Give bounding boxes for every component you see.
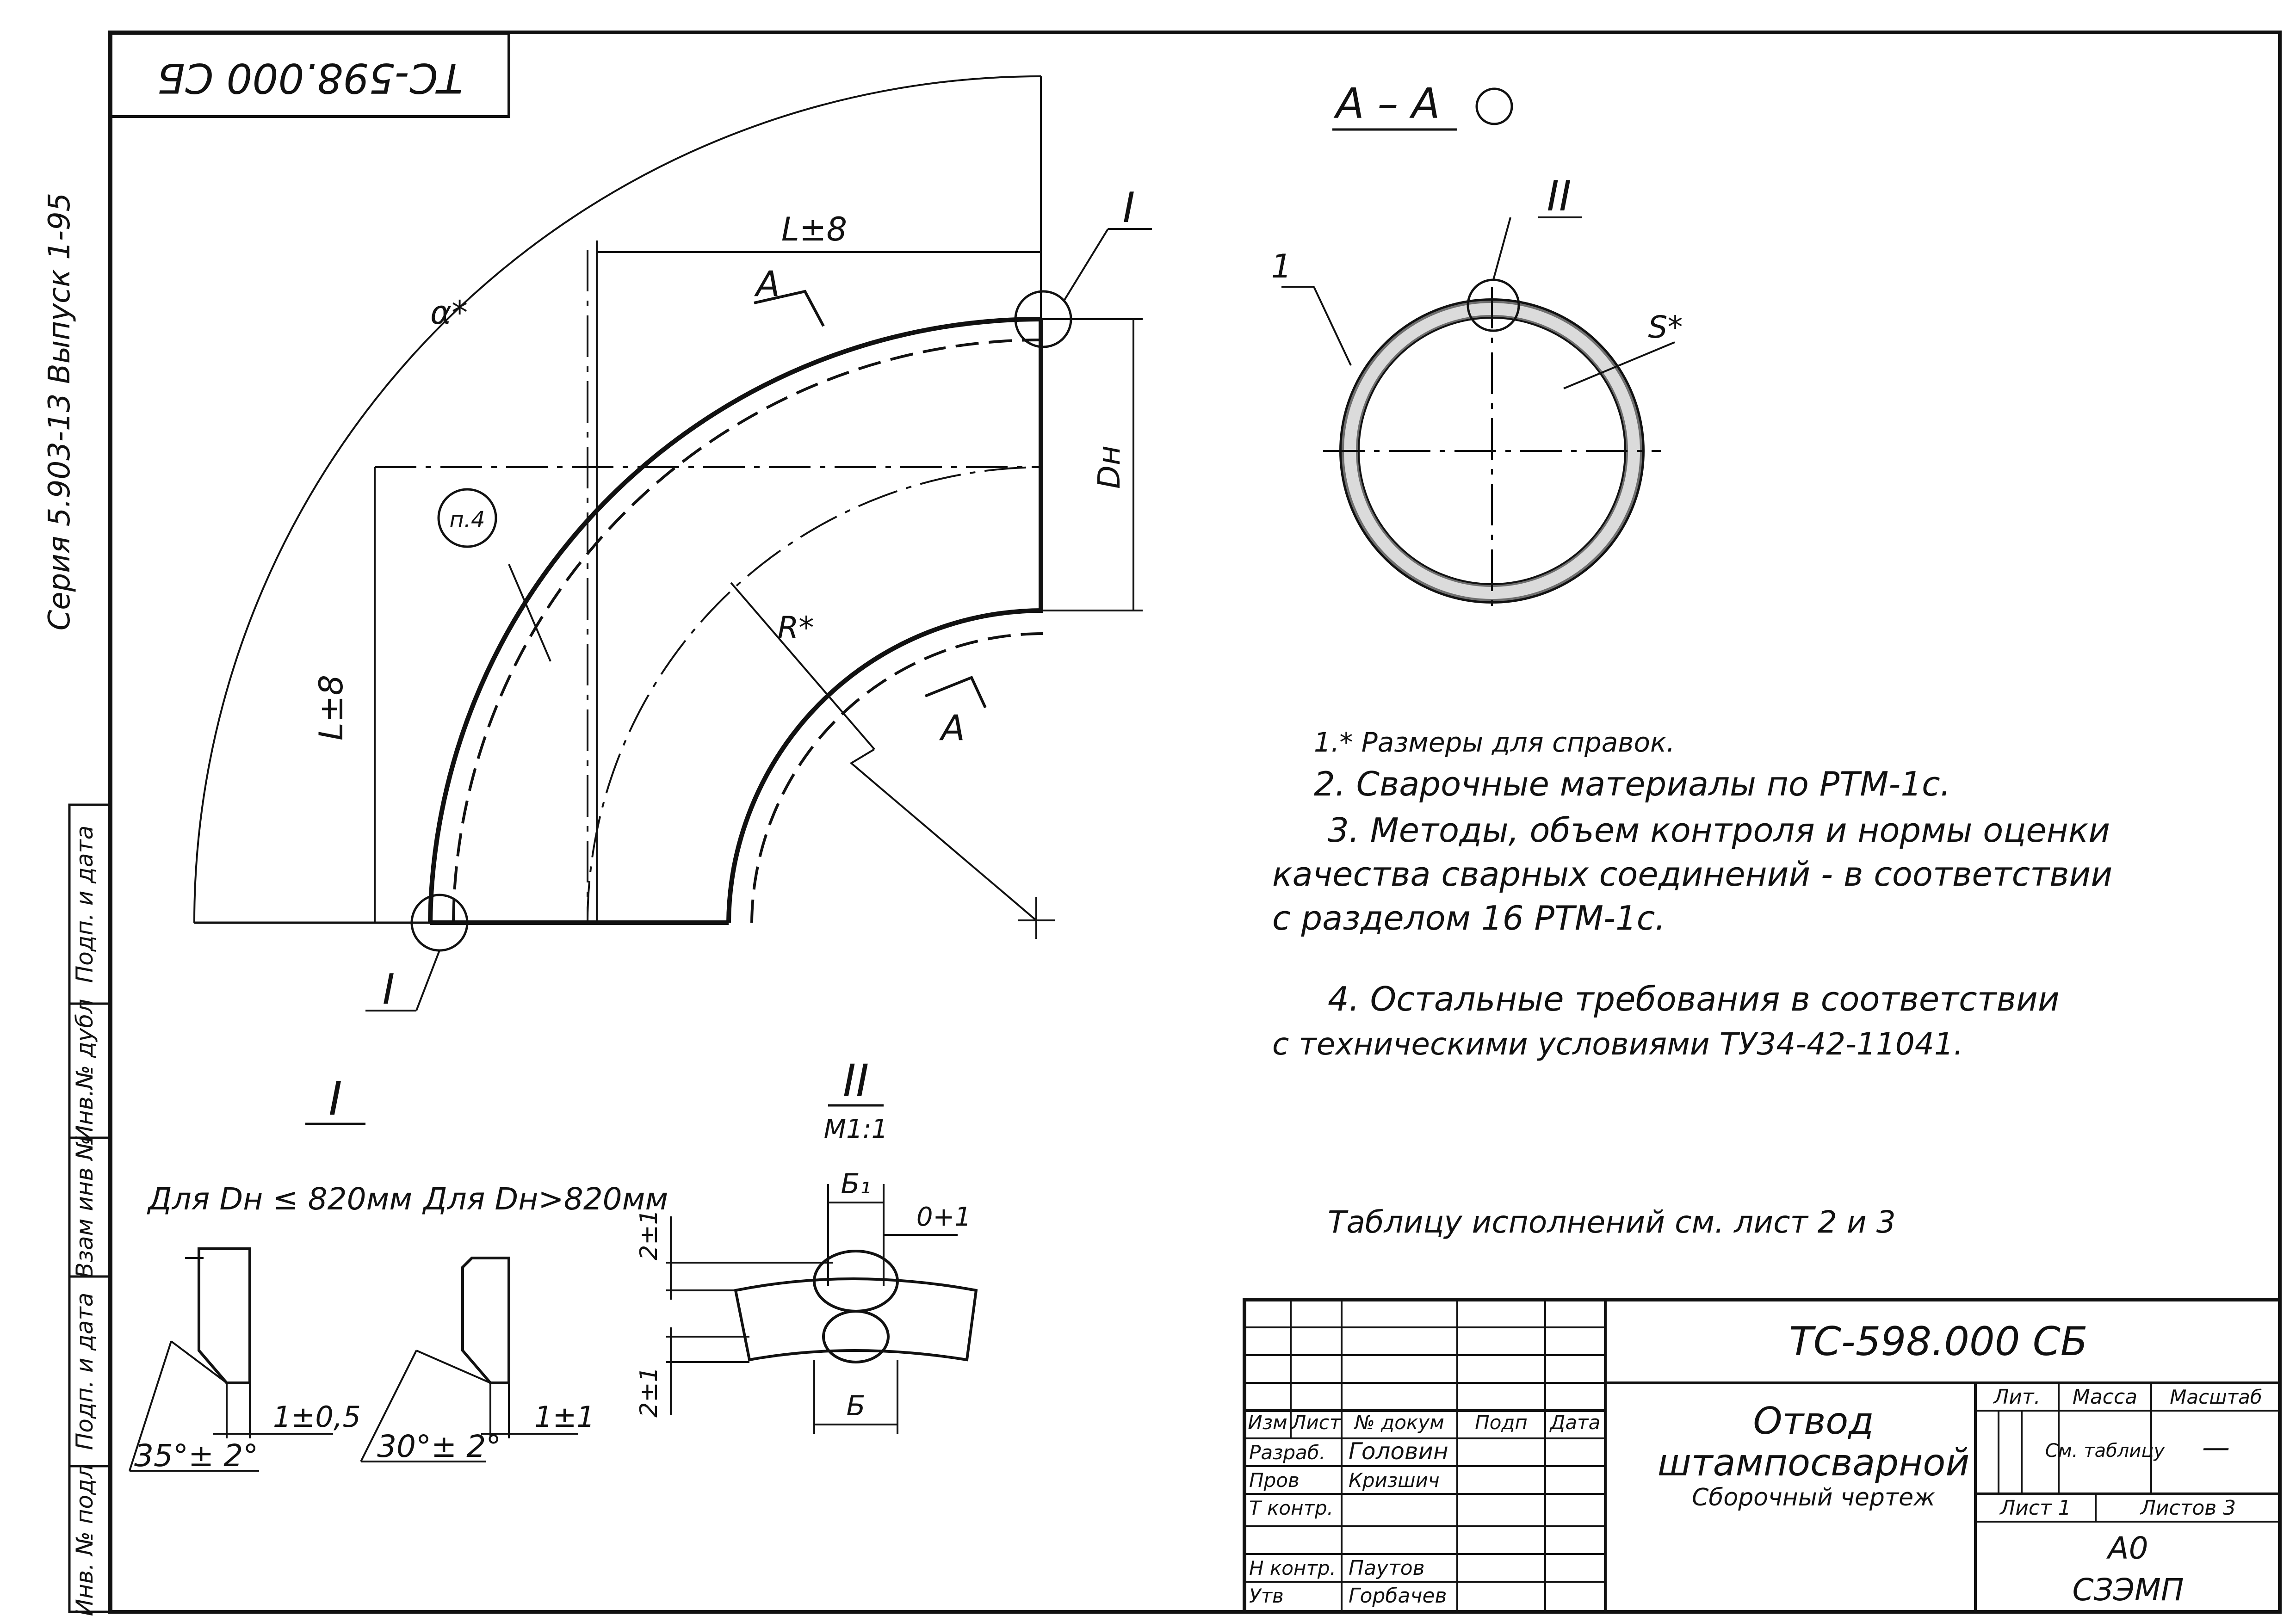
section-title: А – А: [1333, 80, 1440, 128]
detail-II-b1: Б₁: [841, 1168, 871, 1200]
col-header-sign: Подп: [1475, 1411, 1528, 1434]
note-ref-p4: п.4: [449, 507, 485, 533]
dim-top-L: L±8: [781, 210, 847, 248]
side-col-5: Инв. № подл: [71, 1464, 98, 1616]
col-header-doc: № докум: [1354, 1411, 1444, 1434]
dim-left-L: L±8: [312, 675, 350, 740]
row-role-0: Разраб.: [1249, 1441, 1325, 1464]
node-I-bottom: I: [383, 965, 395, 1014]
sheet-label: Лист 1: [1999, 1496, 2071, 1520]
sheets-label: Листов 3: [2140, 1496, 2236, 1520]
detail-II-scale: М1:1: [824, 1114, 888, 1144]
row-role-1: Пров: [1249, 1469, 1300, 1492]
doc-number: ТС-598.000 СБ: [1789, 1319, 2088, 1365]
side-col-1: Подп. и дата: [71, 826, 98, 983]
detail-I: I Для Dн ≤ 820мм Для Dн>820мм 35°± 2° 1±…: [129, 1072, 668, 1474]
detail-I-angle1: 35°± 2°: [134, 1438, 258, 1474]
row-role-2: Т контр.: [1249, 1497, 1333, 1519]
rotation-icon: [1475, 87, 1513, 125]
side-col-2: Инв.№ дубл: [71, 999, 98, 1142]
header-stamp-text: ТС-598.000 СБ: [157, 54, 463, 102]
lit-label: Лит.: [1993, 1385, 2040, 1409]
detail-II-title: II: [843, 1055, 869, 1107]
mass-label: Масса: [2073, 1385, 2137, 1409]
col-header-izm: Изм: [1248, 1411, 1287, 1434]
dim-alpha: α*: [430, 294, 468, 332]
section-mark-top: А: [754, 263, 780, 304]
detail-II-o: 0+1: [916, 1202, 971, 1232]
elbow-main-view: α* L±8 L±8 Dн R* п.4 I I А: [193, 75, 1152, 1014]
note-3c: с разделом 16 РТМ-1с.: [1272, 899, 1665, 937]
org-label: СЗЭМП: [2072, 1572, 2184, 1608]
note-4a: 4. Остальные требования в соответствии: [1328, 980, 2060, 1018]
row-name-1: Кризшич: [1349, 1469, 1440, 1492]
node-I-top: I: [1123, 184, 1135, 232]
detail-I-title: I: [328, 1072, 342, 1126]
note-1: 1.* Размеры для справок.: [1314, 727, 1675, 758]
side-col-4: Подп. и дата: [71, 1293, 98, 1450]
thickness-s: S*: [1648, 309, 1683, 345]
detail-II-h2: 2±1: [635, 1367, 663, 1418]
detail-I-angle2: 30°± 2°: [377, 1429, 501, 1464]
title-block: Изм Лист № докум Подп Дата Разраб. Голов…: [1243, 1298, 2282, 1614]
note-3b: качества сварных соединений - в соответс…: [1272, 855, 2112, 894]
detail-II: II М1:1 Б₁ 0+1 Б 2±1 2±1: [635, 1055, 978, 1434]
section-mark-bottom: А: [939, 707, 965, 748]
side-columns: Подп. и дата Инв.№ дубл Взам инв № Подп.…: [68, 803, 111, 1616]
table-note: Таблицу исполнений см. лист 2 и 3: [1328, 1204, 1896, 1240]
note-4b: с техническими условиями ТУ34-42-11041.: [1272, 1026, 1963, 1062]
detail-I-gap1: 1±0,5: [273, 1400, 361, 1434]
doc-name-1: Отвод: [1753, 1400, 1874, 1443]
side-col-3: Взам инв №: [71, 1136, 98, 1278]
row-role-3: Н контр.: [1249, 1557, 1336, 1579]
col-header-list: Лист: [1291, 1411, 1342, 1434]
note-2: 2. Сварочные материалы по РТМ-1с.: [1314, 765, 1951, 803]
doc-name-2: штампосварной: [1658, 1441, 1970, 1484]
format-label: А0: [2106, 1530, 2148, 1566]
detail-II-h1: 2±1: [635, 1209, 663, 1260]
detail-I-gap2: 1±1: [534, 1400, 595, 1434]
detail-II-b: Б: [846, 1390, 865, 1422]
mass-value: См. таблицу: [2045, 1440, 2166, 1462]
row-name-0: Головин: [1349, 1438, 1448, 1465]
scale-label: Масштаб: [2170, 1386, 2262, 1408]
note-3a: 3. Методы, объем контроля и нормы оценки: [1328, 811, 2110, 850]
node-II: II: [1547, 172, 1571, 221]
col-header-date: Дата: [1549, 1411, 1601, 1434]
header-stamp: ТС-598.000 СБ: [110, 32, 510, 118]
detail-I-case1: Для Dн ≤ 820мм: [147, 1181, 412, 1217]
dim-dn: Dн: [1091, 445, 1127, 489]
section-a-a: А – А II 1 S*: [1271, 80, 1683, 615]
row-name-4: Горбачев: [1349, 1584, 1447, 1608]
detail-I-case2: Для Dн>820мм: [422, 1181, 668, 1217]
doc-name-3: Сборочный чертеж: [1692, 1484, 1935, 1511]
series-label: Серия 5.903-13 Выпуск 1-95: [43, 193, 77, 631]
item-1: 1: [1271, 247, 1292, 285]
scale-value: —: [2202, 1431, 2230, 1464]
notes-block: 1.* Размеры для справок. 2. Сварочные ма…: [1272, 727, 2112, 1240]
row-role-4: Утв: [1249, 1585, 1284, 1607]
row-name-3: Паутов: [1349, 1556, 1425, 1580]
dim-radius: R*: [778, 610, 814, 646]
